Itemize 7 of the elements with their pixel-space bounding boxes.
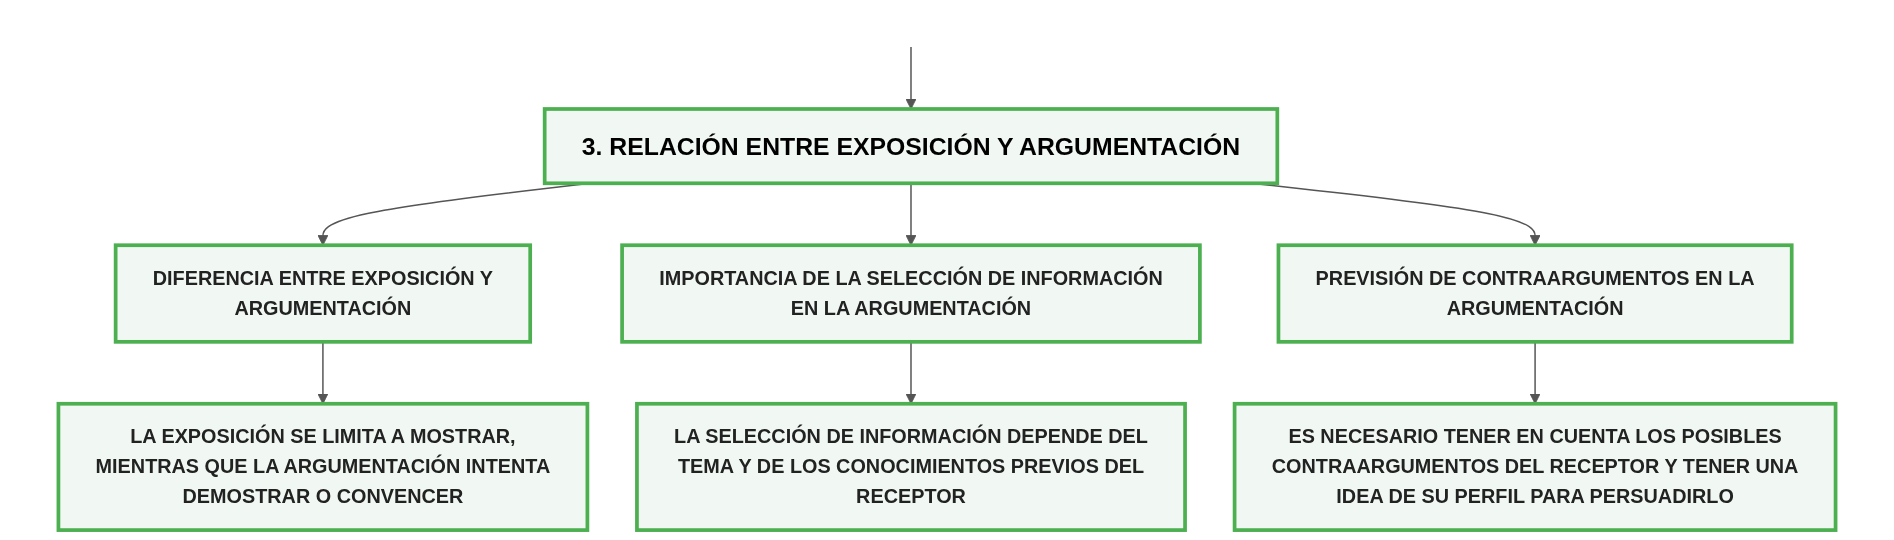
node-box: 3. RELACIÓN ENTRE EXPOSICIÓN Y ARGUMENTACIÓN — [542, 107, 1280, 186]
node-box: ES NECESARIO TENER EN CUENTA LOS POSIBLES CONTRAARGUMENTOS DEL RECEPTOR Y TENER UNA IDEA DE SU PERFIL PARA PERSUADIRLO — [1232, 401, 1838, 532]
node-box: IMPORTANCIA DE LA SELECCIÓN DE INFORMACIÓN EN LA ARGUMENTACIÓN — [620, 243, 1202, 344]
node-box: DIFERENCIA ENTRE EXPOSICIÓN Y ARGUMENTACIÓN — [113, 243, 533, 344]
node-box: LA EXPOSICIÓN SE LIMITA A MOSTRAR, MIENTRAS QUE LA ARGUMENTACIÓN INTENTA DEMOSTRAR O CONVENCER — [56, 401, 590, 532]
node-box: LA SELECCIÓN DE INFORMACIÓN DEPENDE DEL TEMA Y DE LOS CONOCIMIENTOS PREVIOS DEL RECEPTOR — [635, 401, 1187, 532]
node-box: PREVISIÓN DE CONTRAARGUMENTOS EN LA ARGUMENTACIÓN — [1276, 243, 1794, 344]
